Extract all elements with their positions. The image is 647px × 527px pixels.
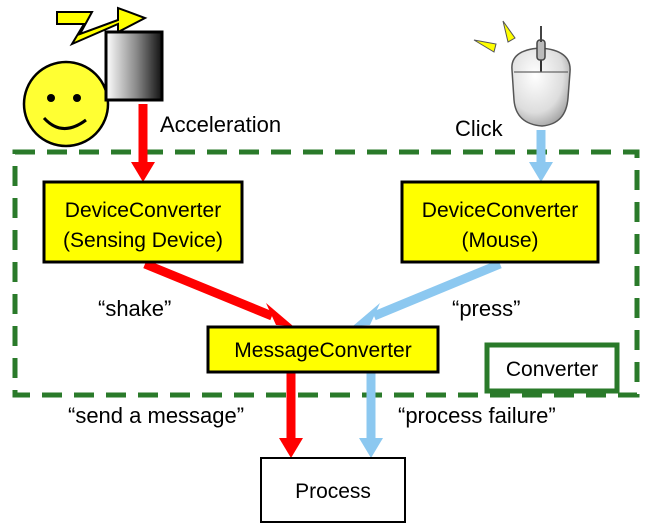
shaking-sensor-device-icon <box>56 6 164 102</box>
converter-group-border <box>12 149 640 398</box>
process-failure-edge-label: “process failure” <box>398 403 556 428</box>
smiley-face-icon <box>22 60 110 148</box>
process-label: Process <box>295 480 371 503</box>
device-converter-mouse-node: DeviceConverter (Mouse) <box>400 180 600 264</box>
send-message-arrow <box>279 372 303 458</box>
press-edge-label: “press” <box>452 296 520 321</box>
press-arrow <box>353 259 502 326</box>
click-label: Click <box>455 116 504 141</box>
device-converter-sensing-line1: DeviceConverter <box>65 199 221 222</box>
clicking-mouse-icon <box>473 20 571 127</box>
process-node: Process <box>260 457 406 523</box>
click-arrow <box>529 130 553 182</box>
shake-arrow <box>143 259 293 326</box>
converter-group-label: Converter <box>506 358 598 381</box>
converter-group-label-box: Converter <box>484 342 620 394</box>
process-failure-arrow <box>359 372 383 458</box>
device-converter-mouse-line1: DeviceConverter <box>422 199 578 222</box>
send-message-edge-label: “send a message” <box>68 403 244 428</box>
acceleration-label: Acceleration <box>160 112 281 137</box>
acceleration-arrow <box>131 104 155 182</box>
device-converter-mouse-line2: (Mouse) <box>461 229 538 252</box>
message-converter-label: MessageConverter <box>234 339 411 362</box>
device-converter-sensing-line2: (Sensing Device) <box>63 229 223 252</box>
device-converter-sensing-node: DeviceConverter (Sensing Device) <box>42 180 244 264</box>
message-converter-node: MessageConverter <box>206 325 440 374</box>
shake-edge-label: “shake” <box>98 296 171 321</box>
